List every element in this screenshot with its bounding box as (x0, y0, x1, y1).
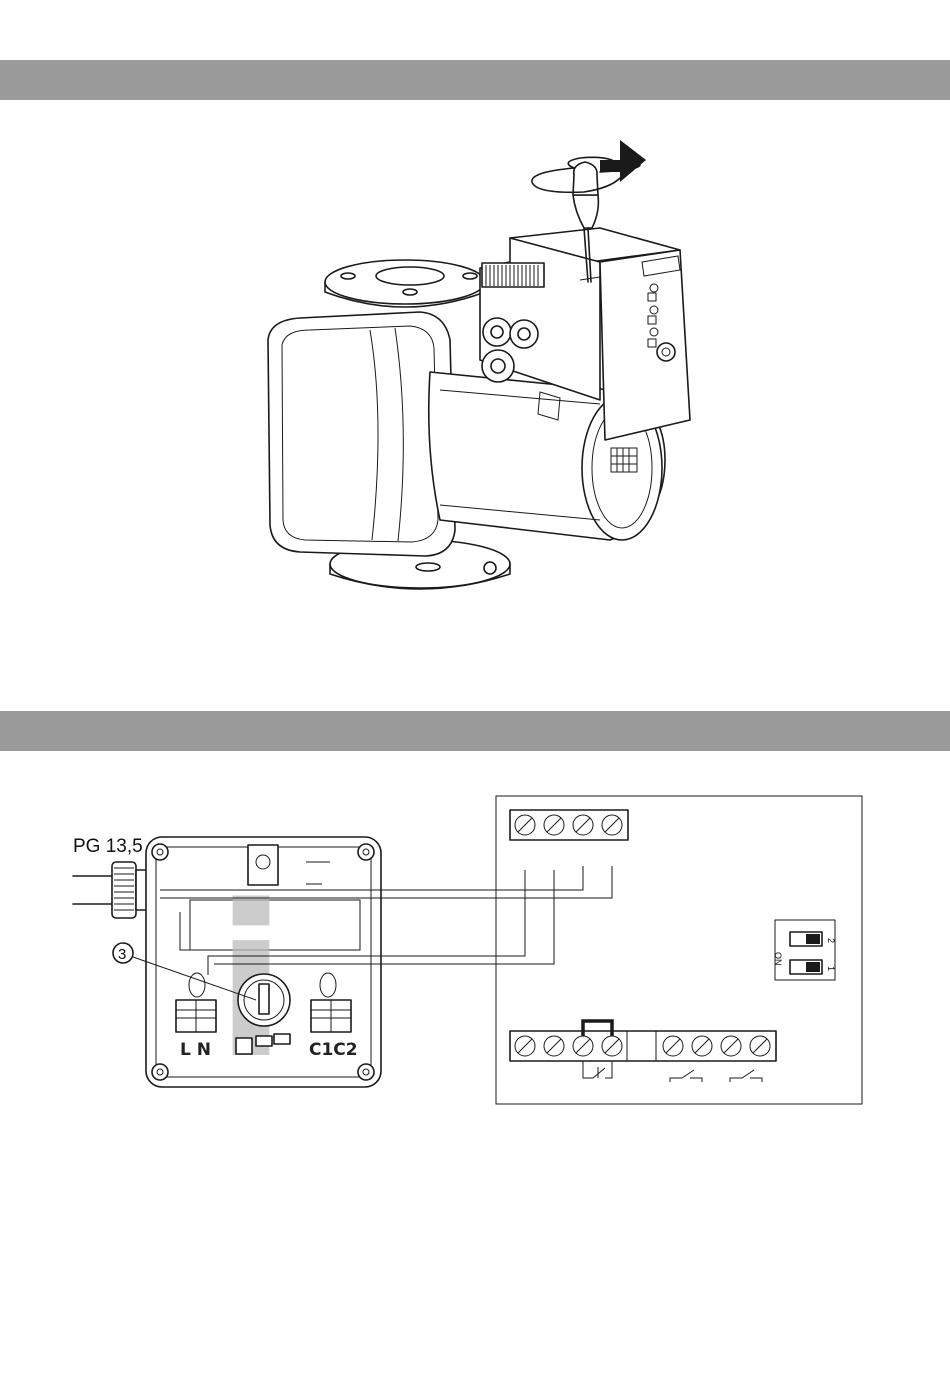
terminal-labels-LN: L N (180, 1040, 211, 1060)
dip-switch: ON 2 1 (773, 920, 836, 980)
cable (73, 876, 112, 904)
cable-gland-icon (112, 862, 148, 918)
svg-text:3: 3 (118, 946, 126, 963)
terminal-labels-C1C2: C1C2 (309, 1040, 358, 1060)
bottom-terminal-strip (510, 1021, 776, 1082)
dip-switch-1-label: 1 (826, 966, 836, 971)
dip-on-label: ON (773, 952, 783, 966)
rotary-switch (238, 974, 290, 1026)
top-terminal-strip (510, 810, 628, 840)
cable-gland-label: PG 13,5 (73, 836, 143, 857)
dip-switch-2-label: 2 (826, 938, 836, 943)
